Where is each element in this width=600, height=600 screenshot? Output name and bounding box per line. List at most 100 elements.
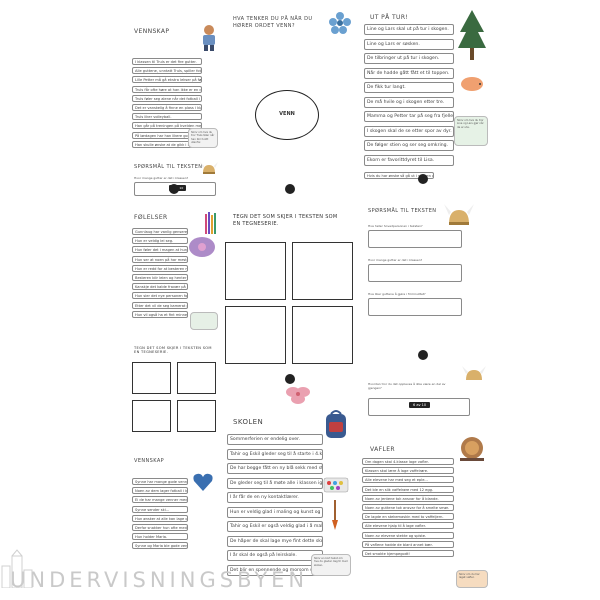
page-title: VENNSKAP bbox=[134, 458, 165, 464]
text-line: Hun er redd for at besteren med å lage e… bbox=[132, 264, 188, 272]
text-line: Noen av jentene tok ansvar for å blande. bbox=[362, 494, 454, 502]
text-line: Tahir og Eskil gleder seg til å starte i… bbox=[227, 448, 323, 460]
text-line: Han går på treningen på kvelden med voll… bbox=[132, 122, 202, 130]
heart-icon bbox=[192, 472, 214, 492]
comic-panel[interactable] bbox=[177, 362, 216, 394]
text-line: Hun ser at noen på har mesteren med sin … bbox=[132, 255, 188, 263]
text-line: Truls får ofte høre at han ikke er en de… bbox=[132, 85, 202, 93]
text-line: Synne har mange gode venner på skolen. bbox=[132, 478, 188, 485]
text-line: De håper de skal lage mye fint dette sko… bbox=[227, 535, 323, 547]
question-text: Hvor mange gutter er det i klassen? bbox=[134, 176, 189, 180]
text-line: I år skal de også på leirskole. bbox=[227, 550, 323, 561]
page-ut-pa-tur: UT PÅ TUR! Line og Lars skal ut på tur i… bbox=[360, 10, 490, 182]
page-title: UT PÅ TUR! bbox=[370, 14, 409, 21]
page-tegneserie-1: TEGN DET SOM SKJER I TEKSTEN SOM EN TEGN… bbox=[128, 346, 220, 438]
flower-icon bbox=[329, 12, 351, 34]
comic-panel[interactable] bbox=[292, 306, 353, 364]
comic-panel[interactable] bbox=[177, 400, 216, 432]
answer-box[interactable]: 6 av 10 bbox=[368, 398, 470, 416]
text-lines: Synne har mange gode venner på skolen. N… bbox=[132, 478, 188, 552]
answer-scale: 6 av 10 bbox=[409, 402, 431, 408]
text-line: Det er vanskelig å finne en plass i klas… bbox=[132, 103, 202, 111]
page-vafler: VAFLER Om dagen skal 4.klasse lage vafle… bbox=[360, 436, 490, 592]
pencils-icon bbox=[204, 210, 218, 236]
question-text: Hvor mange gutter er det i klassen? bbox=[368, 258, 423, 262]
text-line: Alle elevene har med seg et eple... bbox=[362, 476, 454, 484]
speech-bubble: Skriv om hva du tror Truls føler når han… bbox=[188, 128, 218, 148]
text-line: I skogen skal de se etter spor av dyr. bbox=[364, 125, 454, 137]
text-line: Ekorn er favorittdyret til Lisa. bbox=[364, 154, 454, 166]
text-line: De lagde en stekemaskin med to vaffeljer… bbox=[362, 513, 454, 521]
text-line: I klassen til Truls er det fire gutter. bbox=[132, 58, 202, 65]
venn-ellipse[interactable]: VENN bbox=[255, 90, 319, 140]
text-line: Ei de har mange venner med hverandre. bbox=[132, 496, 188, 504]
answer-box[interactable] bbox=[368, 230, 462, 248]
footer-logo-icon bbox=[418, 174, 428, 184]
viking-helmet-icon bbox=[462, 366, 486, 382]
backpack-icon bbox=[323, 408, 349, 440]
page-sporsmal-2: SPØRSMÅL TIL TEKSTEN Hva heter hovedpers… bbox=[360, 200, 490, 360]
text-line: Truls liker volleyball. bbox=[132, 113, 202, 121]
footer-logo-icon bbox=[169, 184, 179, 194]
comic-panel[interactable] bbox=[225, 306, 286, 364]
paint-palette-icon bbox=[323, 476, 349, 494]
question-text: Hva liker guttene å gjøre i friminuttet? bbox=[368, 292, 426, 296]
comic-panel[interactable] bbox=[225, 242, 286, 300]
comic-panel[interactable] bbox=[132, 362, 171, 394]
text-line: Noen av dem lager fotball i klassen. bbox=[132, 487, 188, 495]
text-line: Gunnlaug har vanlig genseren tingene sin… bbox=[132, 228, 188, 235]
text-line: Hun er veldig glad i maling og kunst og … bbox=[227, 506, 323, 518]
text-line: I år får de en ny kontaktlærer. bbox=[227, 492, 323, 503]
text-line: Hun sier det nye personen for sit henne. bbox=[132, 292, 188, 300]
question-text: Hva heter hovedpersonen i teksten? bbox=[368, 224, 423, 228]
text-line: Noen av elevene stekte og spiste. bbox=[362, 531, 454, 539]
text-line: Synne og Maria ble gode venner. bbox=[132, 542, 188, 550]
page-title: SPØRSMÅL TIL TEKSTEN bbox=[134, 164, 203, 170]
comic-grid bbox=[225, 242, 353, 364]
speech-bubble: Skriv om du har laget vafler. bbox=[456, 570, 488, 588]
text-line: De fikk tur langt. bbox=[364, 82, 454, 93]
text-lines: Om dagen skal 4.klasse lage vafler. Klas… bbox=[362, 458, 454, 559]
question-text: Hvordan tror du det oppleves å ikke være… bbox=[368, 382, 446, 390]
text-line: Hun er veldig lei seg. bbox=[132, 237, 188, 245]
waffle-iron-icon bbox=[458, 436, 486, 462]
flower-pink-icon bbox=[285, 384, 311, 406]
page-sporsmal-1: SPØRSMÅL TIL TEKSTEN Hvor mange gutter e… bbox=[128, 160, 220, 202]
text-line: Når de hadde gått fått et til toppen. bbox=[364, 67, 454, 79]
footer-logo-icon bbox=[285, 374, 295, 384]
page-hvordan-tror-du: Hvordan tror du det oppleves å ikke være… bbox=[364, 366, 490, 422]
text-line: De må hvile og i skogen etter tre. bbox=[364, 96, 454, 108]
page-skolen: SKOLEN Sommerferien er endelig over. Tah… bbox=[225, 387, 355, 590]
page-title: HVA TENKER DU PÅ NÅR DU HØRER ORDET VENN… bbox=[233, 16, 313, 29]
text-line: Hun ønsker at alle kan lage og leke i fr… bbox=[132, 514, 188, 522]
answer-box[interactable] bbox=[368, 298, 462, 316]
boy-illustration-icon bbox=[200, 24, 218, 52]
page-venn-mindmap: HVA TENKER DU PÅ NÅR DU HØRER ORDET VENN… bbox=[225, 12, 355, 192]
text-line: Kanskje det kalde fravær på glad. bbox=[132, 283, 188, 291]
comic-panel[interactable] bbox=[292, 242, 353, 300]
speech-bubble: Skriv en kort tekst om hva du gleder deg… bbox=[311, 554, 351, 576]
text-line: Tahir og Eskil er også veldig glad i å m… bbox=[227, 521, 323, 532]
answer-box[interactable] bbox=[368, 264, 462, 282]
page-tegneserie-2: TEGN DET SOM SKJER I TEKSTEN SOM EN TEGN… bbox=[225, 210, 355, 370]
text-line: Det ble en slik vaffelrøre med 12 egg. bbox=[362, 485, 454, 493]
text-lines: I klassen til Truls er det fire gutter. … bbox=[132, 58, 202, 150]
speech-bubble: Skriv om hva du tror Line og Lars gjør n… bbox=[454, 116, 488, 146]
page-title: TEGN DET SOM SKJER I TEKSTEN SOM EN TEGN… bbox=[233, 214, 338, 227]
text-line: Det smakte kjempegodt! bbox=[362, 549, 454, 557]
comic-grid bbox=[132, 362, 216, 432]
text-line: Line og Lars er søsken. bbox=[364, 38, 454, 50]
venn-label: VENN bbox=[279, 111, 295, 117]
text-line: På vaflene hadde de blant annet bær. bbox=[362, 540, 454, 548]
page-title: VENNSKAP bbox=[134, 28, 170, 35]
footer-logo-icon bbox=[285, 184, 295, 194]
text-line: Alle guttene, unntatt Truls, spiller fot… bbox=[132, 67, 202, 75]
page-title: SPØRSMÅL TIL TEKSTEN bbox=[368, 208, 437, 214]
text-line: Mamma og Petter tar på seg fra fjellet. bbox=[364, 111, 454, 122]
hedgehog-icon bbox=[460, 74, 484, 92]
page-vennskap-synne: VENNSKAP Synne har mange gode venner på … bbox=[128, 452, 220, 570]
footer-logo-icon bbox=[418, 350, 428, 360]
page-title: FØLELSER bbox=[134, 214, 168, 221]
comic-panel[interactable] bbox=[132, 400, 171, 432]
speech-bubble bbox=[190, 312, 218, 330]
